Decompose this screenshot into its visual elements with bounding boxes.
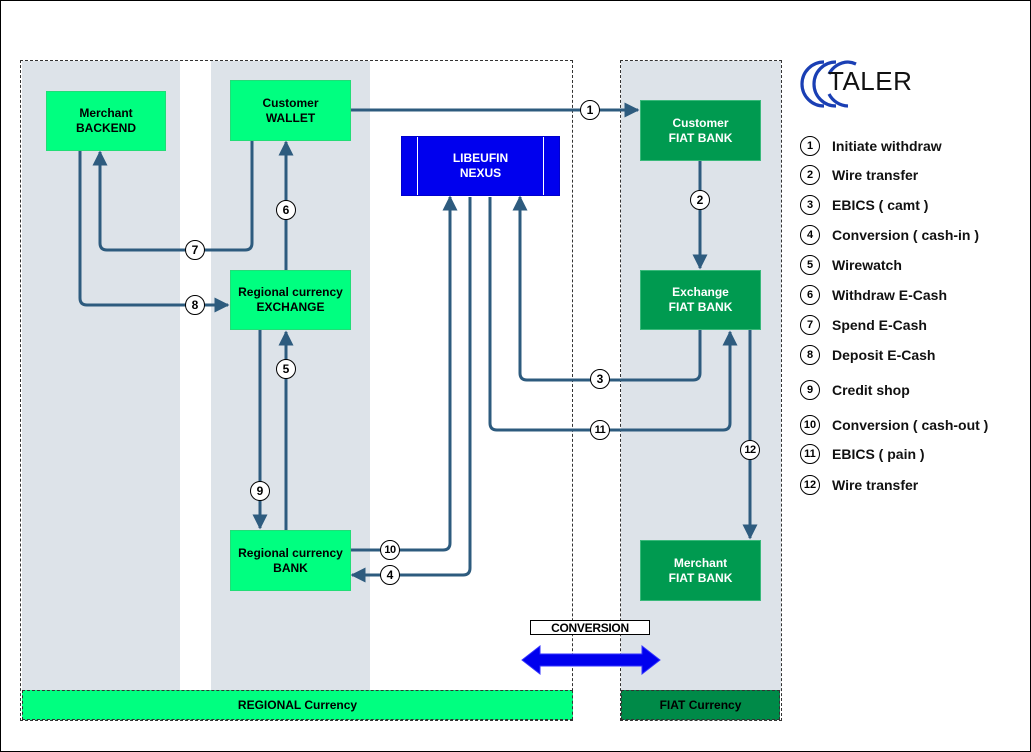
- legend-badge: 1: [800, 136, 820, 156]
- legend-item: 11 EBICS ( pain ): [800, 444, 925, 464]
- fiat-currency-label: FIAT Currency: [659, 698, 742, 712]
- legend-label: EBICS ( camt ): [832, 197, 929, 213]
- conversion-double-arrow: [521, 644, 661, 676]
- fiat-zone: [620, 60, 782, 721]
- connector-7: [92, 140, 254, 252]
- legend-label: Conversion ( cash-out ): [832, 417, 989, 433]
- regional-zone: [20, 60, 573, 721]
- step-badge-12: 12: [740, 440, 760, 460]
- regional-exchange-node[interactable]: Regional currency EXCHANGE: [230, 270, 351, 330]
- step-badge-4: 4: [380, 565, 400, 585]
- legend-label: Deposit E-Cash: [832, 347, 936, 363]
- legend-badge: 5: [800, 255, 820, 275]
- merchant-backend-node[interactable]: Merchant BACKEND: [46, 91, 166, 151]
- legend-label: Conversion ( cash-in ): [832, 227, 980, 243]
- connector-4: [350, 197, 472, 583]
- regional-bank-node[interactable]: Regional currency BANK: [230, 530, 351, 591]
- legend-badge: 10: [800, 415, 820, 435]
- conversion-label: CONVERSION: [530, 620, 650, 635]
- merchant-fiat-bank-node[interactable]: Merchant FIAT BANK: [640, 540, 761, 601]
- legend-label: Initiate withdraw: [832, 138, 942, 154]
- step-badge-2: 2: [690, 190, 710, 210]
- step-badge-11: 11: [590, 420, 610, 440]
- exchange-fiat-bank-node[interactable]: Exchange FIAT BANK: [640, 270, 761, 330]
- legend-label: Withdraw E-Cash: [832, 287, 947, 303]
- connector-10: [350, 195, 458, 552]
- connector-11: [488, 197, 738, 432]
- step-badge-10: 10: [380, 540, 400, 560]
- legend-item: 5 Wirewatch: [800, 255, 902, 275]
- step-badge-9: 9: [250, 481, 270, 501]
- legend-label: Spend E-Cash: [832, 317, 927, 333]
- legend-badge: 9: [800, 380, 820, 400]
- legend-item: 4 Conversion ( cash-in ): [800, 225, 979, 245]
- fiat-currency-band: FIAT Currency: [621, 690, 780, 720]
- connector-8: [78, 150, 230, 313]
- legend-label: Wirewatch: [832, 257, 902, 273]
- step-badge-3: 3: [590, 369, 610, 389]
- nexus-left-bar: [417, 137, 418, 195]
- legend-item: 6 Withdraw E-Cash: [800, 285, 947, 305]
- legend-badge: 7: [800, 315, 820, 335]
- legend-label: Wire transfer: [832, 477, 919, 493]
- legend-label: Wire transfer: [832, 167, 919, 183]
- step-badge-8: 8: [185, 295, 205, 315]
- taler-logo-text: TALER: [828, 66, 913, 96]
- legend-badge: 8: [800, 345, 820, 365]
- legend-badge: 6: [800, 285, 820, 305]
- nexus-right-bar: [543, 137, 544, 195]
- legend-badge: 2: [800, 165, 820, 185]
- legend-item: 12 Wire transfer: [800, 475, 918, 495]
- step-badge-1: 1: [580, 100, 600, 120]
- legend-item: 3 EBICS ( camt ): [800, 195, 928, 215]
- libeufin-nexus-label: LIBEUFIN NEXUS: [452, 151, 509, 180]
- step-badge-6: 6: [276, 200, 296, 220]
- legend-label: Credit shop: [832, 382, 910, 398]
- legend-item: 7 Spend E-Cash: [800, 315, 927, 335]
- legend-badge: 12: [800, 475, 820, 495]
- legend-item: 10 Conversion ( cash-out ): [800, 415, 988, 435]
- legend-badge: 3: [800, 195, 820, 215]
- taler-logo-icon: [800, 60, 857, 108]
- legend-label: EBICS ( pain ): [832, 446, 925, 462]
- regional-currency-band: REGIONAL Currency: [22, 690, 573, 720]
- customer-wallet-node[interactable]: Customer WALLET: [230, 80, 351, 141]
- legend-item: 9 Credit shop: [800, 380, 910, 400]
- connector-3: [512, 195, 702, 382]
- customer-fiat-bank-node[interactable]: Customer FIAT BANK: [640, 100, 761, 161]
- step-badge-5: 5: [276, 359, 296, 379]
- legend-item: 8 Deposit E-Cash: [800, 345, 935, 365]
- libeufin-nexus-node[interactable]: LIBEUFIN NEXUS: [401, 136, 560, 196]
- legend-item: 2 Wire transfer: [800, 165, 918, 185]
- regional-currency-label: REGIONAL Currency: [237, 698, 358, 712]
- legend-item: 1 Initiate withdraw: [800, 136, 942, 156]
- legend-badge: 4: [800, 225, 820, 245]
- legend-badge: 11: [800, 444, 820, 464]
- step-badge-7: 7: [185, 240, 205, 260]
